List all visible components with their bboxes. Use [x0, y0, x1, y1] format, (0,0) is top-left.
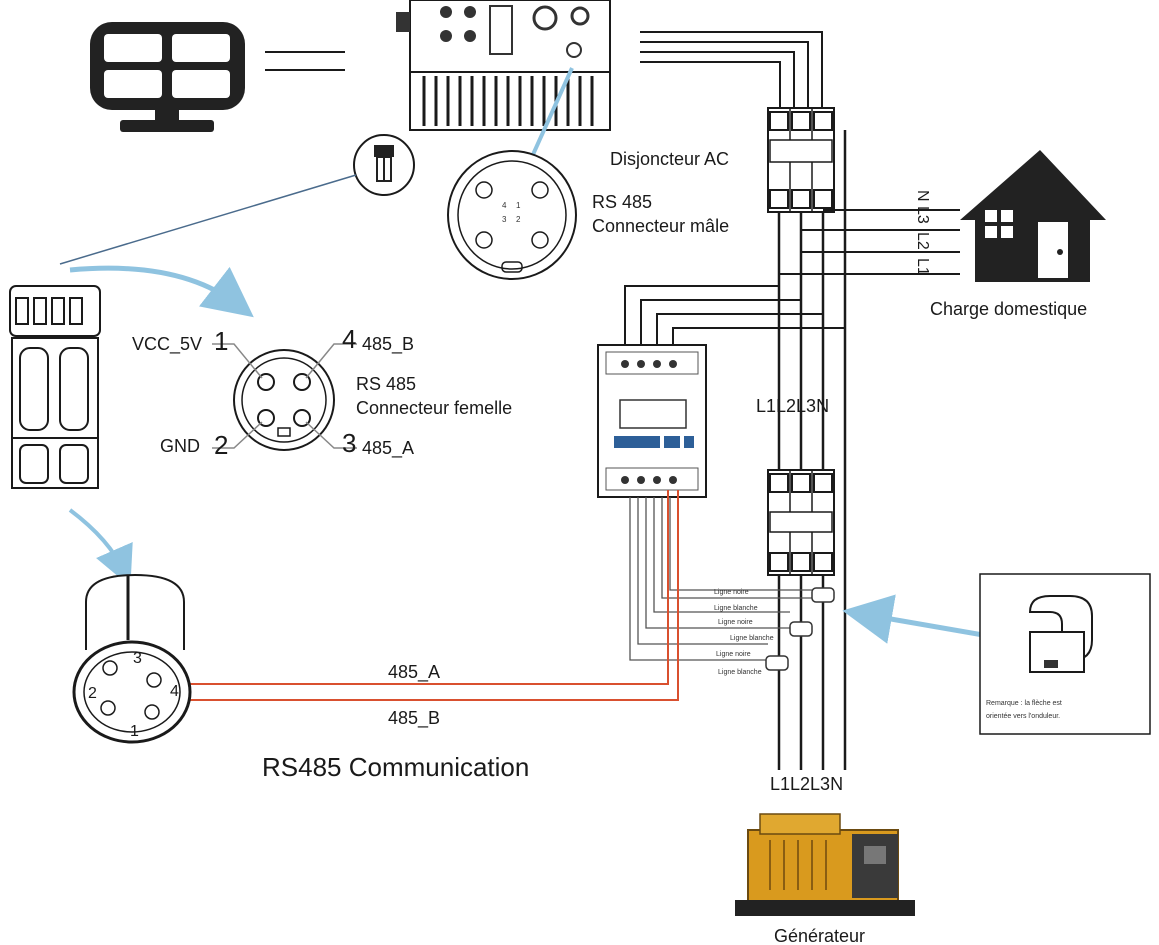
pin-4-label: 4: [342, 324, 356, 354]
ac-breaker-bottom-icon: [767, 469, 835, 576]
rs485-signal-lines: [180, 490, 679, 701]
phase-buses: [777, 130, 847, 770]
generator-phases-label: L1L2L3N: [770, 774, 843, 794]
plug-pin-label: 3: [133, 650, 142, 667]
house-phase-l1: L1: [914, 258, 931, 276]
plug-pin-label: 1: [130, 723, 139, 740]
round-plug-icon: 3 2 4 1: [72, 573, 192, 744]
pin-1-label: 1: [214, 326, 228, 356]
wire-tag: Ligne blanche: [718, 669, 762, 676]
male-pin-label: 4: [502, 201, 507, 210]
house-phase-n: N: [914, 190, 931, 202]
solar-panel-icon: [90, 22, 245, 132]
male-pin-label: 2: [516, 215, 521, 224]
female-pin-leaders: [212, 343, 357, 449]
pin-3-label: 3: [342, 428, 356, 458]
arrow-to-round-plug: [68, 508, 133, 587]
ct-note-box: Remarque : la flèche est orientée vers l…: [979, 573, 1151, 735]
line-485b-label: 485_B: [388, 708, 440, 729]
female-rs485-label: RS 485: [356, 374, 416, 394]
gnd-label: GND: [160, 436, 200, 456]
house-phase-l2: L2: [914, 232, 931, 250]
arrow-to-female-connector: [69, 265, 254, 318]
current-clamp-icon: [1028, 595, 1093, 673]
male-pin-label: 1: [516, 201, 521, 210]
house-feed-lines: [779, 209, 960, 275]
wire-tag: Ligne noire: [718, 619, 753, 626]
ct-note-line2: orientée vers l'onduleur.: [986, 713, 1060, 720]
house-icon: [960, 150, 1106, 282]
ac-breaker-top-icon: [767, 107, 835, 213]
b485-label: 485_B: [362, 334, 414, 355]
wire-tag: Ligne blanche: [714, 605, 758, 612]
cable-plug-icon: [9, 285, 101, 489]
male-rs485-label: RS 485: [592, 192, 652, 212]
generator-icon: [735, 813, 915, 916]
wire-tag: Ligne noire: [714, 589, 749, 596]
plug-pin-label: 4: [170, 683, 179, 700]
male-connector-label: Connecteur mâle: [592, 216, 729, 236]
household-load-label: Charge domestique: [930, 299, 1087, 319]
pv-cables: [265, 51, 345, 71]
connector-detail-icon: [353, 134, 415, 196]
ac-breaker-label: Disjoncteur AC: [610, 149, 729, 169]
male-pin-label: 3: [502, 215, 507, 224]
male-connector-icon: 4 1 3 2: [447, 150, 577, 280]
pointer-line: [59, 174, 357, 265]
rs485-communication-title: RS485 Communication: [262, 752, 529, 782]
female-connector-label: Connecteur femelle: [356, 398, 512, 418]
generator-label: Générateur: [774, 926, 865, 945]
plug-pin-label: 2: [88, 685, 97, 702]
a485-label: 485_A: [362, 438, 414, 459]
vcc-label: VCC_5V: [132, 334, 202, 355]
house-phase-l3: L3: [914, 206, 931, 224]
pin-2-label: 2: [214, 430, 228, 460]
meter-phases-label: L1L2L3N: [756, 396, 829, 416]
energy-meter-icon: [597, 344, 707, 498]
ct-clamps: [765, 587, 835, 671]
wire-tag: Ligne blanche: [730, 635, 774, 642]
inverter-icon: [396, 0, 611, 131]
ct-wires: [629, 497, 812, 661]
inverter-ac-wires: [640, 31, 823, 110]
line-485a-label: 485_A: [388, 662, 440, 683]
ct-note-line1: Remarque : la flèche est: [986, 700, 1062, 707]
wire-tag: Ligne noire: [716, 651, 751, 658]
